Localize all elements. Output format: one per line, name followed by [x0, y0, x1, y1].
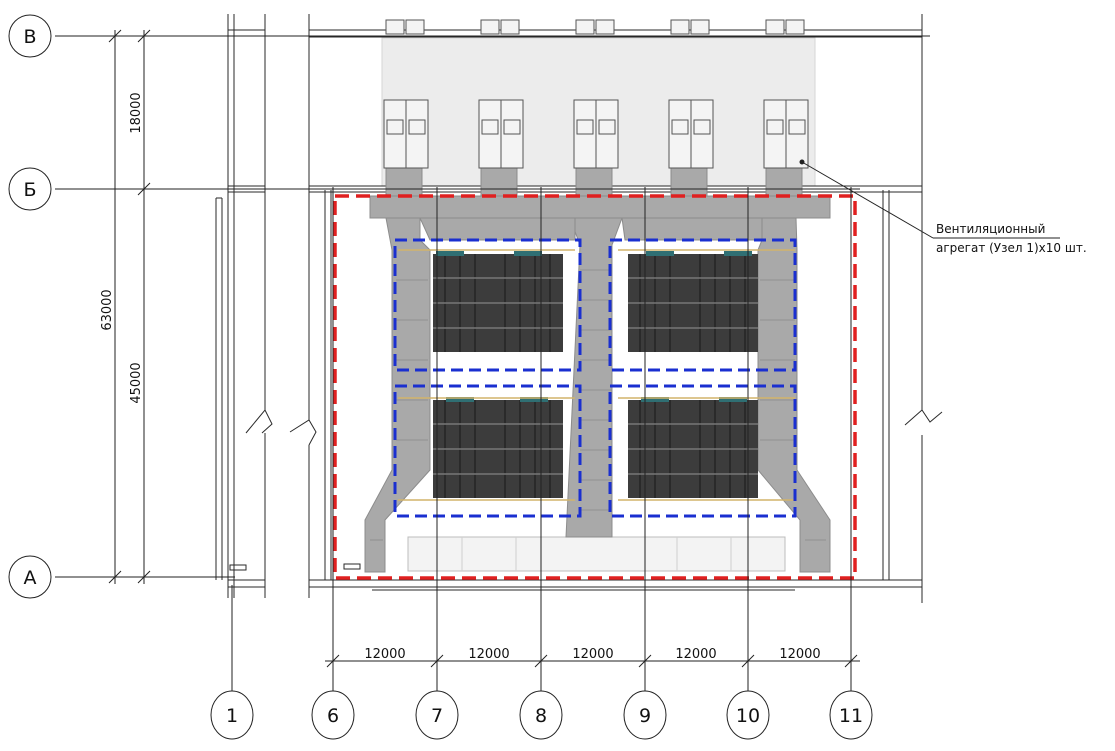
dimension-lower-span: 45000: [129, 362, 144, 403]
axis-label-row-v: В: [23, 26, 36, 48]
vertical-dimensions: [108, 29, 151, 584]
dimension-upper-span: 18000: [129, 92, 144, 133]
grid-lines: [55, 35, 930, 700]
axis-label-col-10: 10: [736, 705, 760, 727]
callout-text-line2: агрегат (Узел 1)х10 шт.: [936, 241, 1087, 255]
axis-bubble-row-a: [8, 555, 52, 599]
callout-text-line1: Вентиляционный: [936, 222, 1045, 236]
ventilation-units: [383, 19, 809, 169]
row-axis-bubbles: В Б А: [8, 14, 52, 599]
axis-bubble-col-11: [829, 690, 873, 740]
axis-bubble-col-9: [623, 690, 667, 740]
dimension-span-7-8: 12000: [468, 647, 509, 662]
axis-bubble-col-6: [311, 690, 355, 740]
axis-label-row-a: А: [24, 567, 37, 589]
axis-bubble-col-8: [519, 690, 563, 740]
axis-label-col-8: 8: [535, 705, 547, 727]
axis-label-col-11: 11: [839, 705, 863, 727]
axis-label-col-7: 7: [431, 705, 443, 727]
dimension-span-9-10: 12000: [675, 647, 716, 662]
axis-label-col-1: 1: [226, 705, 238, 727]
horizontal-dimensions: [325, 654, 860, 668]
axis-label-col-6: 6: [327, 705, 339, 727]
axis-bubble-col-10: [726, 690, 770, 740]
axis-bubble-row-v: [8, 14, 52, 58]
dimension-span-6-7: 12000: [364, 647, 405, 662]
building-walls: [215, 14, 943, 603]
axis-label-col-9: 9: [639, 705, 651, 727]
column-axis-bubbles: 1 6 7 8 9 10 11: [210, 690, 873, 740]
dimension-span-8-9: 12000: [572, 647, 613, 662]
zone-outer-boundary: [333, 194, 857, 580]
axis-bubble-col-1: [210, 690, 254, 740]
axis-bubble-col-7: [415, 690, 459, 740]
axis-bubble-row-b: [8, 167, 52, 211]
dimension-total-height: 63000: [100, 289, 115, 330]
supply-manifold: [407, 536, 786, 572]
axis-label-row-b: Б: [23, 179, 36, 201]
dimension-span-10-11: 12000: [779, 647, 820, 662]
zone-inner-boundaries: [393, 238, 797, 518]
callout-leader: [799, 159, 1060, 239]
